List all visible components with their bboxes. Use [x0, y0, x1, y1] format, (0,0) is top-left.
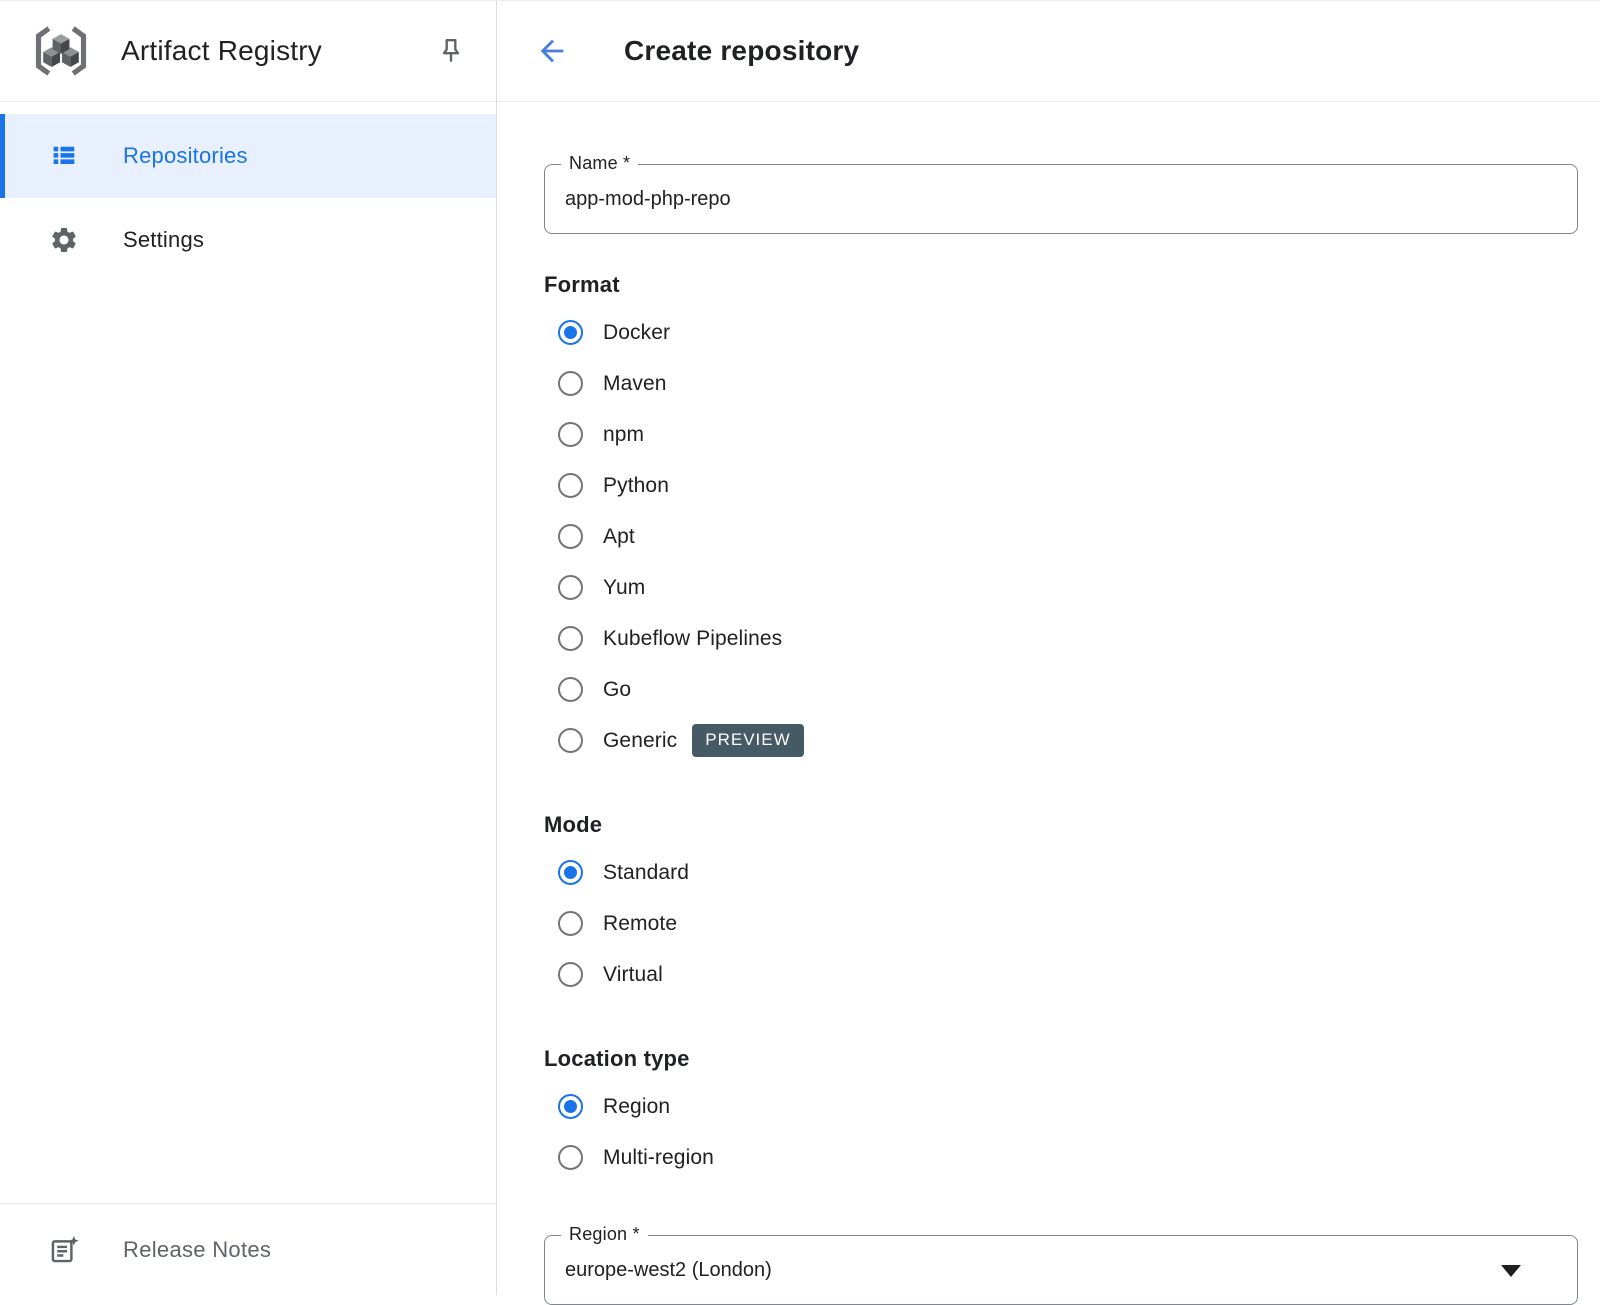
sidebar-title: Artifact Registry [121, 35, 322, 66]
format-option-kubeflow-pipelines[interactable]: Kubeflow Pipelines [544, 613, 782, 664]
radio-icon [558, 911, 583, 936]
format-option-go[interactable]: Go [544, 664, 631, 715]
format-group-label: Format [544, 272, 620, 297]
location-type-group-label: Location type [544, 1046, 690, 1071]
location-option-region[interactable]: Region [544, 1081, 670, 1132]
mode-option-standard[interactable]: Standard [544, 847, 689, 898]
sidebar-item-label: Repositories [123, 143, 248, 168]
main-panel: Create repository Name * Format Docker M… [497, 1, 1600, 1305]
radio-icon [558, 371, 583, 396]
radio-selected-icon [558, 860, 583, 885]
radio-icon [558, 1145, 583, 1170]
artifact-registry-logo-icon [35, 26, 87, 76]
format-group: Format Docker Maven npm Python [544, 272, 1578, 766]
release-notes-link[interactable]: Release Notes [0, 1203, 496, 1295]
radio-icon [558, 626, 583, 651]
format-option-npm[interactable]: npm [544, 409, 644, 460]
name-field-label: Name * [561, 153, 639, 174]
sidebar-item-settings[interactable]: Settings [0, 198, 496, 282]
page-title: Create repository [624, 35, 860, 66]
name-field: Name * [544, 153, 1578, 234]
preview-badge: PREVIEW [692, 724, 804, 757]
location-type-group: Location type Region Multi-region [544, 1046, 1578, 1183]
radio-icon [558, 962, 583, 987]
region-field-label: Region * [561, 1224, 648, 1245]
format-option-docker[interactable]: Docker [544, 307, 670, 358]
sidebar-header: Artifact Registry [0, 1, 496, 102]
release-notes-label: Release Notes [123, 1236, 272, 1262]
dropdown-arrow-icon [1501, 1265, 1521, 1277]
mode-option-remote[interactable]: Remote [544, 898, 677, 949]
radio-icon [558, 422, 583, 447]
radio-selected-icon [558, 320, 583, 345]
back-arrow-icon [540, 39, 564, 63]
region-selected-value: europe-west2 (London) [565, 1258, 772, 1281]
mode-option-virtual[interactable]: Virtual [544, 949, 663, 1000]
radio-icon [558, 677, 583, 702]
format-option-generic[interactable]: Generic PREVIEW [544, 715, 804, 766]
mode-group-label: Mode [544, 812, 603, 837]
back-button[interactable] [534, 33, 570, 69]
radio-icon [558, 575, 583, 600]
location-option-multi-region[interactable]: Multi-region [544, 1132, 714, 1183]
sidebar-nav: Repositories Settings [0, 102, 496, 282]
mode-group: Mode Standard Remote Virtual [544, 812, 1578, 1000]
repositories-list-icon [48, 140, 80, 172]
radio-icon [558, 524, 583, 549]
page-header: Create repository [497, 1, 1600, 102]
pin-button[interactable] [434, 34, 468, 68]
gear-icon [48, 224, 80, 256]
format-option-maven[interactable]: Maven [544, 358, 667, 409]
create-repository-form: Name * Format Docker Maven npm [497, 102, 1600, 1305]
sidebar: Artifact Registry Repositories [0, 1, 497, 1295]
format-option-apt[interactable]: Apt [544, 511, 635, 562]
sidebar-item-label: Settings [123, 227, 205, 252]
format-option-python[interactable]: Python [544, 460, 669, 511]
radio-icon [558, 728, 583, 753]
radio-icon [558, 473, 583, 498]
radio-selected-icon [558, 1094, 583, 1119]
format-option-yum[interactable]: Yum [544, 562, 645, 613]
sidebar-item-repositories[interactable]: Repositories [0, 114, 496, 198]
name-input[interactable] [565, 187, 1557, 211]
pin-icon [442, 39, 460, 62]
release-notes-icon [48, 1234, 80, 1266]
